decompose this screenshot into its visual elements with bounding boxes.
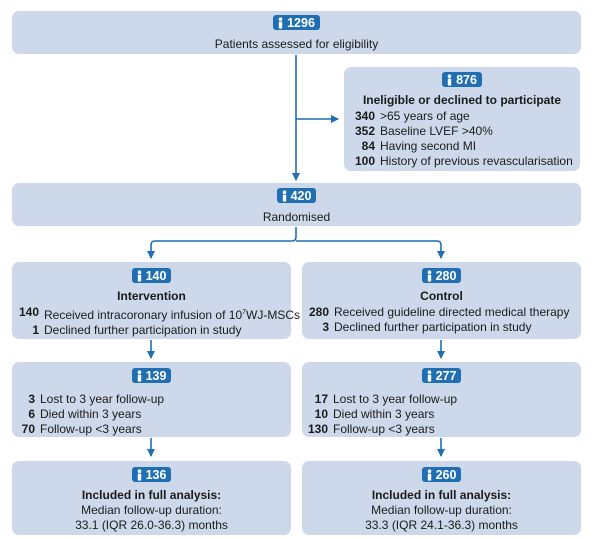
intervention-analysis-badge: 136	[131, 467, 172, 482]
person-icon	[427, 468, 431, 481]
excluded-title: Ineligible or declined to participate	[362, 92, 562, 107]
randomised-box: 420 Randomised	[12, 183, 581, 226]
excluded-box: 876 Ineligible or declined to participat…	[344, 67, 580, 171]
control-analysis-title: Included in full analysis:	[371, 487, 512, 502]
control-analysis-box: 260 Included in full analysis: Median fo…	[302, 461, 581, 535]
intervention-analysis-title: Included in full analysis:	[81, 487, 222, 502]
assessed-box: 1296 Patients assessed for eligibility	[12, 11, 581, 54]
person-icon	[427, 269, 431, 282]
person-icon	[447, 73, 452, 86]
assessed-count-badge: 1296	[273, 15, 320, 30]
intervention-count-badge: 140	[131, 268, 172, 283]
control-analysis-line2: 33.3 (IQR 24.1-36.3) months	[365, 517, 518, 532]
person-icon	[427, 369, 431, 382]
randomised-count-badge: 420	[276, 188, 317, 203]
intervention-followup-badge: 139	[131, 368, 172, 383]
randomised-label: Randomised	[262, 209, 331, 224]
control-count-badge: 280	[421, 268, 462, 283]
intervention-title: Intervention	[117, 288, 186, 303]
control-title: Control	[420, 288, 463, 303]
arrow-split-control	[296, 240, 445, 259]
control-followup-badge: 277	[421, 368, 462, 383]
person-icon	[278, 16, 283, 29]
arrow-split-intervention	[147, 227, 297, 259]
control-analysis-line1: Median follow-up duration:	[371, 502, 512, 517]
intervention-analysis-line1: Median follow-up duration:	[81, 502, 222, 517]
person-icon	[137, 269, 141, 282]
person-icon	[137, 369, 141, 382]
person-icon	[137, 468, 141, 481]
control-analysis-badge: 260	[421, 467, 462, 482]
assessed-label: Patients assessed for eligibility	[214, 36, 379, 51]
intervention-analysis-box: 136 Included in full analysis: Median fo…	[12, 461, 291, 535]
excluded-count-badge: 876	[442, 72, 482, 87]
excluded-item: 340>65 years of age	[354, 108, 470, 123]
person-icon	[282, 189, 286, 202]
intervention-analysis-line2: 33.1 (IQR 26.0-36.3) months	[75, 517, 228, 532]
